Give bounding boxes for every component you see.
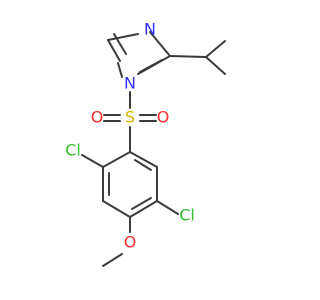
bond-n3-c2 xyxy=(149,31,171,57)
bond-c2-isopropyl xyxy=(169,55,207,58)
bond-aryl-c4-c5 xyxy=(129,200,158,218)
bond-isopropyl-methyl-bottom xyxy=(205,56,226,75)
atom-chlorine-right: Cl xyxy=(179,206,195,225)
molecule-canvas: N N S O O Cl Cl O xyxy=(65,19,226,267)
bond-c4-c5 xyxy=(107,39,121,62)
bond-aryl-c3-c4 xyxy=(102,200,131,218)
atom-n-imidazole-sulfonyl: N xyxy=(124,74,136,93)
atom-chlorine-left: Cl xyxy=(65,141,81,160)
molecule-structure: N N S O O Cl Cl O xyxy=(65,20,226,267)
bond-cl-left xyxy=(81,154,104,168)
atom-oxygen-right: O xyxy=(157,108,170,127)
bond-n1-c5 xyxy=(117,62,123,78)
bond-isopropyl-methyl-top xyxy=(205,40,226,58)
atom-n-imidazole-top: N xyxy=(144,20,156,39)
bond-cl-right xyxy=(156,200,179,215)
bond-aryl-c1-c2 xyxy=(102,151,131,168)
bond-c2-n1-inner xyxy=(139,59,163,73)
bond-c4-n3 xyxy=(107,33,139,41)
bond-aryl-inner-bottom-right xyxy=(131,197,152,210)
bond-c4-c5-double xyxy=(113,33,127,55)
bond-aryl-c6-c1 xyxy=(129,151,158,168)
atom-oxygen-left: O xyxy=(91,108,104,127)
bond-methoxy-methyl xyxy=(102,253,123,267)
atom-oxygen-methoxy: O xyxy=(124,233,137,252)
atom-sulfur: S xyxy=(125,108,135,127)
bond-aryl-inner-top-right xyxy=(134,159,152,171)
